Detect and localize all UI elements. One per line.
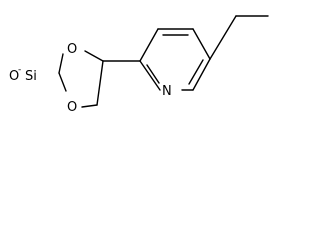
bond-c5ring-c4ring bbox=[96, 60, 104, 106]
bond-n1-c2 bbox=[139, 60, 161, 91]
atom-oxygen-upper: O bbox=[67, 42, 77, 57]
bond-c5-c6-inner bbox=[188, 59, 204, 85]
atom-oxide-oxygen: O bbox=[9, 69, 19, 84]
bond-si-o1 bbox=[58, 72, 67, 92]
bond-c4-c5 bbox=[192, 28, 211, 60]
bond-o1-c5ring bbox=[81, 104, 98, 108]
oxide-charge: - bbox=[18, 65, 21, 75]
bond-c2-c3 bbox=[139, 28, 159, 62]
structure-canvas: O O O - Si N bbox=[9, 15, 269, 115]
bond-o3-si bbox=[58, 53, 64, 74]
bond-n1-c2-inner bbox=[146, 64, 160, 84]
atom-oxygen-lower: O bbox=[67, 100, 77, 115]
bond-c4ring-o3 bbox=[84, 50, 104, 62]
atom-silicon: Si bbox=[25, 69, 37, 84]
bond-c4-ch2 bbox=[209, 15, 237, 60]
atom-nitrogen: N bbox=[162, 84, 172, 99]
bond-c5-c6 bbox=[192, 58, 211, 91]
chemical-structure: O O O - Si N bbox=[9, 15, 269, 115]
